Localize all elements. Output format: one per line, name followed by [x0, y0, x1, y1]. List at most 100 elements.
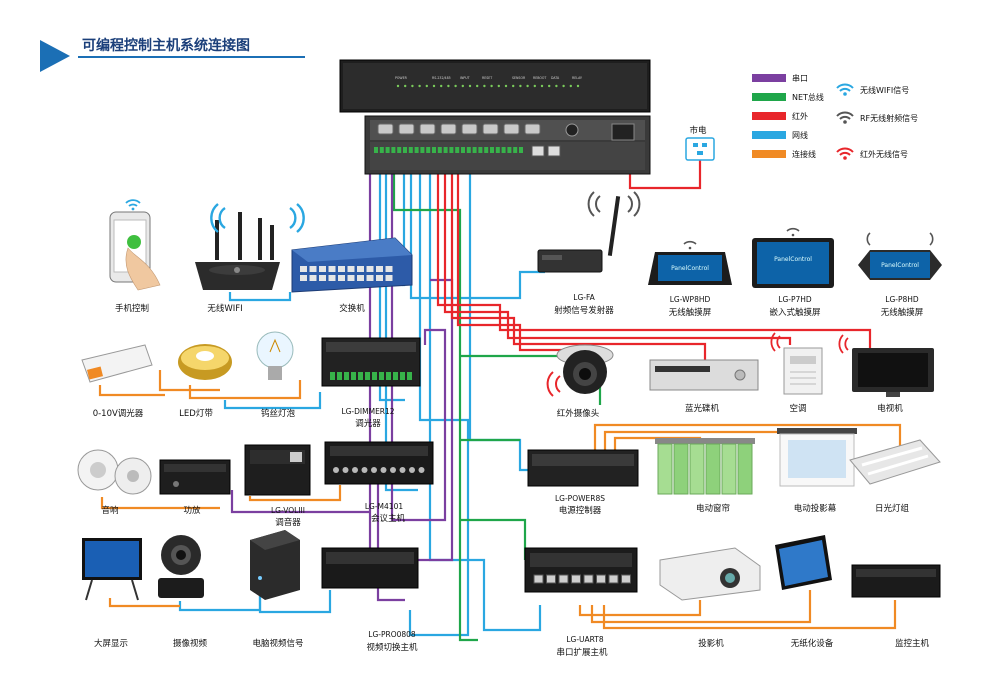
p8hd-screen-text: PanelControl [881, 262, 919, 269]
wp8hd-screen-text: PanelControl [671, 265, 709, 272]
p7hd-screen-text: PanelControl [774, 256, 812, 263]
uart8-model: LG-UART8 [566, 635, 604, 644]
p8hd-panel: PanelControl [858, 250, 942, 280]
front-led [562, 84, 565, 88]
line-net-main [392, 150, 478, 642]
dimmer12-label: 调光器 [355, 418, 381, 429]
line-010v-led [98, 385, 165, 397]
uart-port [583, 574, 594, 584]
curtain-panels [657, 443, 753, 495]
front-led [454, 84, 457, 88]
amplifier [159, 459, 231, 495]
line-host-uart8 [428, 157, 542, 632]
bluray-player [649, 359, 759, 391]
m4101-jack [418, 467, 425, 473]
terminal-block [472, 147, 477, 153]
terminal-block [484, 147, 489, 153]
wp8hd-panel: PanelControl [648, 252, 732, 285]
host-power-switch [565, 123, 579, 137]
curtain [655, 438, 755, 495]
dimmer-terminal [379, 372, 384, 380]
front-led [425, 84, 428, 88]
curtain-panel [737, 443, 753, 495]
amplifier-label: 功放 [183, 505, 201, 516]
terminal-block [449, 147, 454, 153]
terminal-block [513, 147, 518, 153]
front-led [476, 84, 479, 88]
ir-signal-icon [836, 147, 854, 160]
line-bulb-dimmer [223, 392, 322, 410]
terminal-block [490, 147, 494, 153]
phone-label: 手机控制 [115, 303, 149, 314]
terminal-block [414, 147, 419, 153]
switch-port [300, 266, 307, 272]
db9-port [482, 123, 499, 135]
dimmer-terminal [365, 372, 370, 380]
front-label-1: RS-232/485 [432, 76, 451, 80]
curtain-panel [689, 443, 705, 495]
line-amp-vol [248, 485, 342, 502]
screen-label: 电动投影幕 [794, 503, 837, 514]
m4101-jack [352, 467, 358, 473]
fluorescent-label: 日光灯组 [875, 503, 910, 514]
line-ir-ac [443, 157, 792, 345]
link-lines [98, 370, 902, 630]
switch-port [328, 275, 336, 281]
big-display-label: 大屏显示 [94, 638, 128, 649]
legend-line-label-4: 连接线 [792, 149, 816, 159]
line-serial-pro [376, 480, 405, 602]
uart-port [571, 574, 581, 584]
rf-emitter-model: LG-FA [573, 293, 595, 302]
legend-swatch-1 [752, 93, 786, 101]
dimmer-terminal [351, 372, 356, 380]
line-uart-projector [578, 600, 702, 617]
p8hd-label: 无线触摸屏 [881, 307, 924, 318]
curtain-label: 电动窗帘 [696, 503, 730, 514]
power8s-unit [527, 449, 639, 487]
network-switch [291, 237, 413, 293]
db9-port [503, 123, 520, 135]
front-led [468, 84, 472, 88]
mains-label: 市电 [689, 125, 707, 136]
m4101-jack [333, 467, 339, 473]
switch-port [366, 275, 374, 281]
host-rear-ports [374, 123, 561, 157]
front-label-7: RELAY [572, 76, 582, 80]
line-led-dimmer [188, 380, 302, 400]
front-led [411, 84, 414, 88]
legend-wifi-label: 无线WIFI信号 [860, 85, 909, 95]
legend-line-label-0: 串口 [792, 74, 808, 83]
curtain-panel [705, 443, 721, 495]
m4101-label: 会议主机 [371, 513, 406, 524]
uart-port [533, 574, 544, 584]
line-uart-paperless [590, 590, 812, 624]
front-led [576, 84, 580, 88]
wifi-router [195, 212, 280, 290]
m4101-model: LG-M4101 [365, 502, 403, 511]
front-label-5: REBOOT [533, 76, 546, 80]
terminal-block [403, 147, 407, 153]
legend-swatch-4 [752, 150, 786, 158]
legend-rf-label: RF无线射频信号 [860, 113, 918, 123]
front-led [497, 84, 500, 88]
voliii-label: 调音器 [275, 517, 301, 528]
line-uart-monitor [602, 600, 897, 630]
line-led-bulb [158, 370, 220, 392]
db9-port [398, 123, 415, 135]
uart-port [558, 574, 569, 584]
terminal-block [495, 147, 500, 153]
terminal-block [408, 147, 413, 153]
monitor-host [851, 564, 941, 598]
switch-port [385, 266, 393, 272]
legend-swatch-2 [752, 112, 786, 120]
legend-ir-label: 红外无线信号 [860, 149, 908, 159]
router-wifi-right-icon [289, 203, 305, 233]
switch-port [385, 275, 393, 281]
dimmer-terminals [330, 372, 412, 380]
television [852, 348, 934, 397]
dimmer-010v-label: 0-10V调光器 [93, 408, 144, 419]
dimmer-terminal [386, 372, 391, 380]
legend-swatch-0 [752, 74, 786, 82]
